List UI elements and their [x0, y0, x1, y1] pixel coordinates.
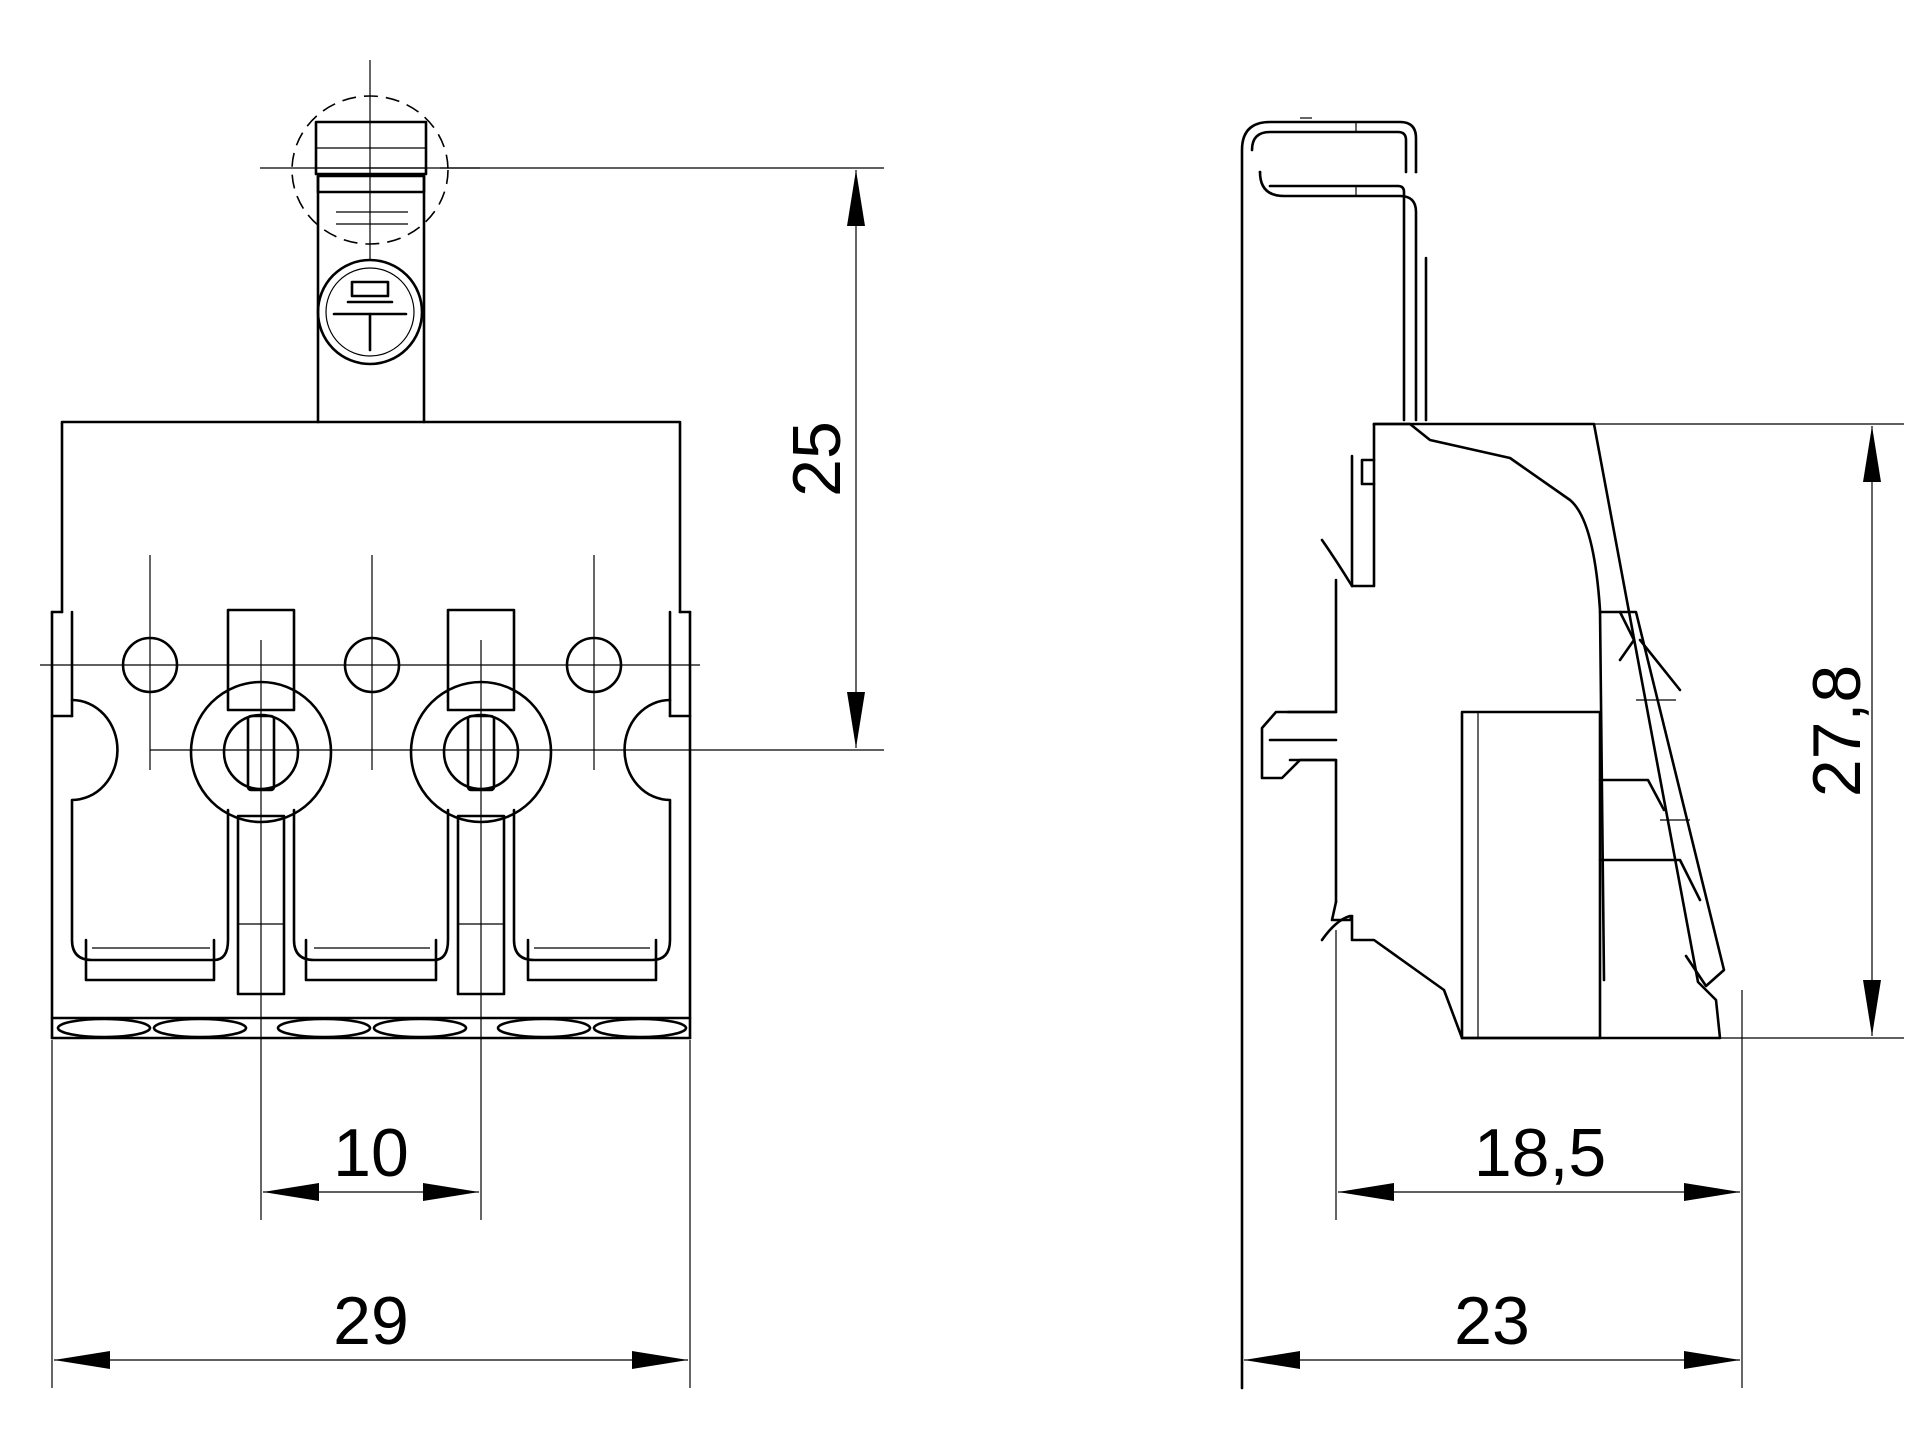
front-bottom-openings	[56, 1017, 688, 1039]
dimension-label-23: 23	[1454, 1283, 1530, 1359]
side-release-lever	[1460, 610, 1726, 1040]
dimension-front-width: 29	[51, 1040, 691, 1388]
front-center-lines	[40, 60, 700, 770]
terminal-screw-1	[189, 608, 333, 1040]
side-housing	[1320, 422, 1722, 1040]
dimension-side-height: 27,8	[1594, 423, 1904, 1039]
side-view: 27,8 18,5 23	[1240, 117, 1904, 1390]
dimension-label-25: 25	[779, 421, 855, 497]
front-terminals	[189, 608, 553, 1040]
dimension-side-depth-inner: 18,5	[1335, 930, 1743, 1388]
dimension-side-depth-total: 23	[1244, 1283, 1740, 1369]
front-wire-entries	[70, 698, 672, 982]
terminal-screw-2	[409, 608, 553, 1040]
front-housing	[50, 420, 692, 1040]
dimension-label-27-8: 27,8	[1799, 665, 1875, 797]
ground-symbol-icon	[316, 258, 424, 366]
dimension-label-29: 29	[333, 1283, 409, 1359]
dimension-label-18-5: 18,5	[1474, 1115, 1606, 1191]
side-mounting-foot	[1260, 578, 1464, 1040]
side-rail-hook	[1240, 117, 1428, 1390]
dimension-front-height: 25	[150, 167, 884, 751]
front-view: 25 10 29	[40, 60, 884, 1388]
dimension-label-10: 10	[333, 1115, 409, 1191]
dimension-front-pitch: 10	[260, 1040, 482, 1220]
front-neck	[316, 174, 426, 424]
